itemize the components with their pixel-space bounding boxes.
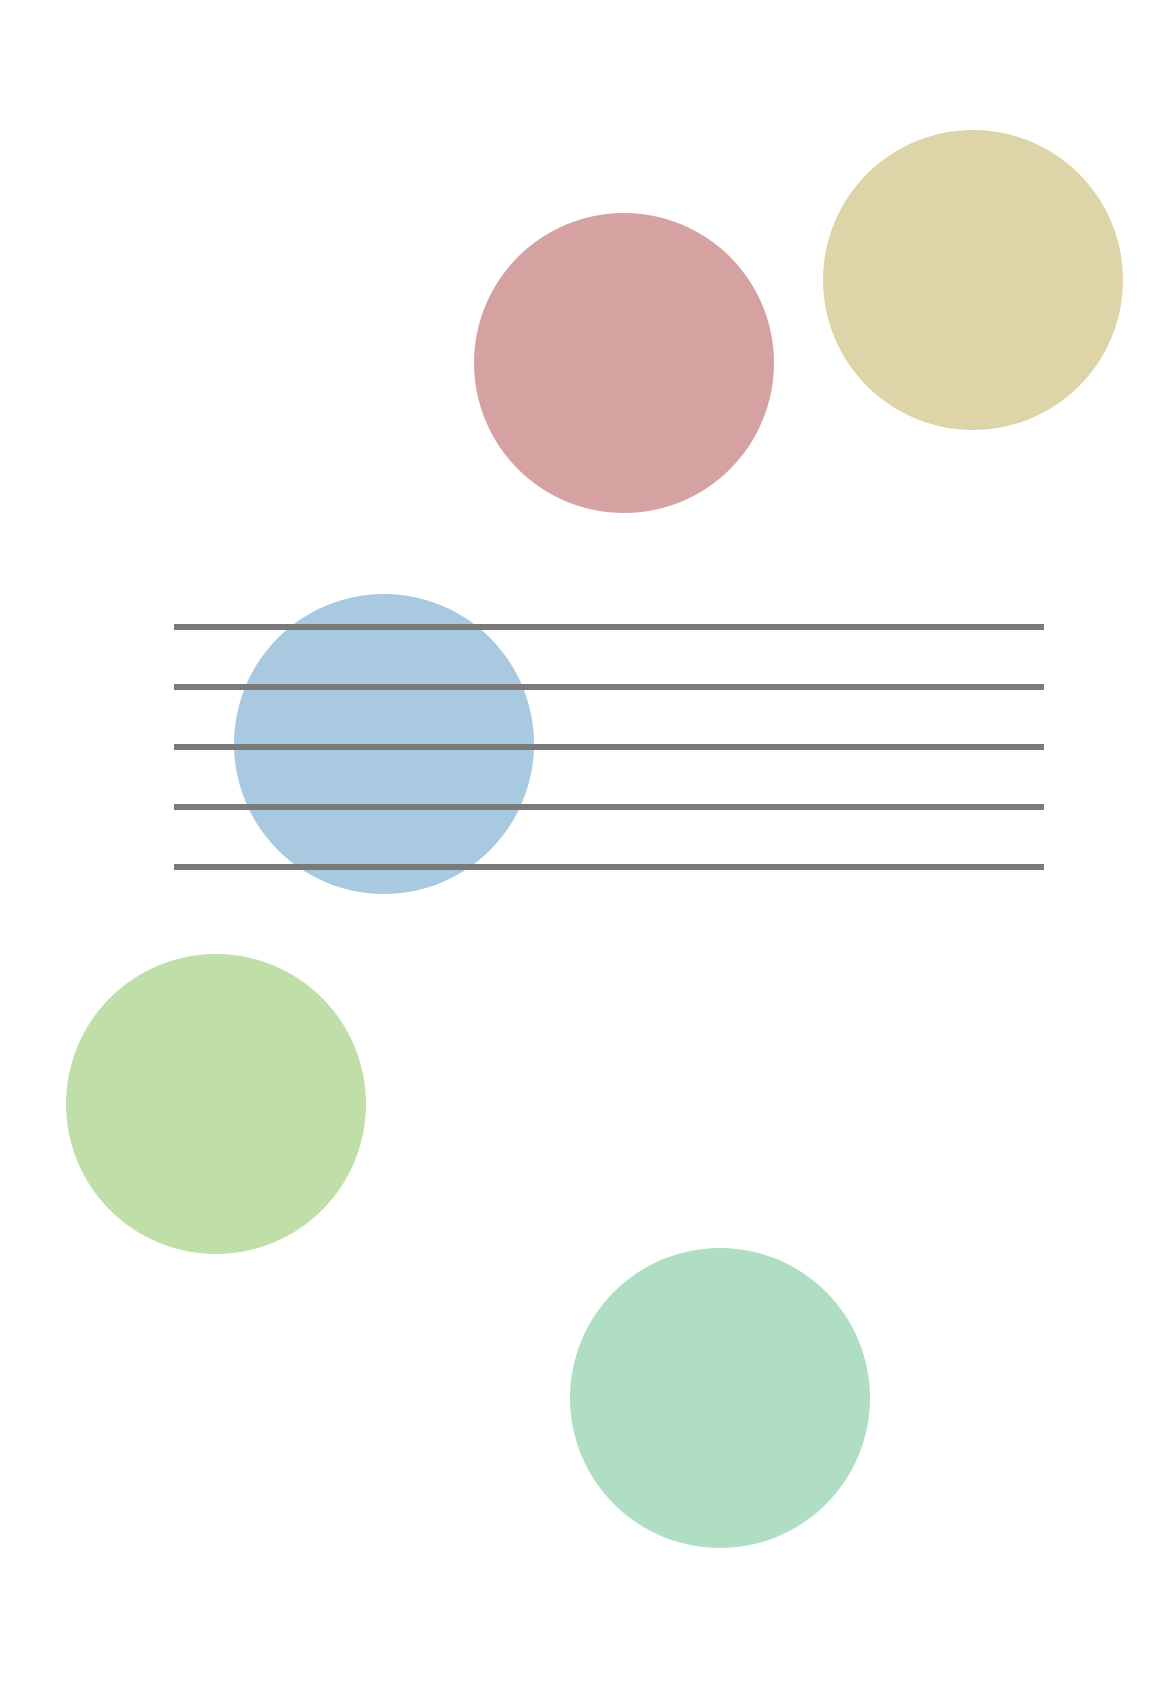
yellow-circle [823, 130, 1123, 430]
light-green-circle [66, 954, 366, 1254]
staff [174, 624, 1044, 870]
mint-green-circle [570, 1248, 870, 1548]
red-circle [474, 213, 774, 513]
